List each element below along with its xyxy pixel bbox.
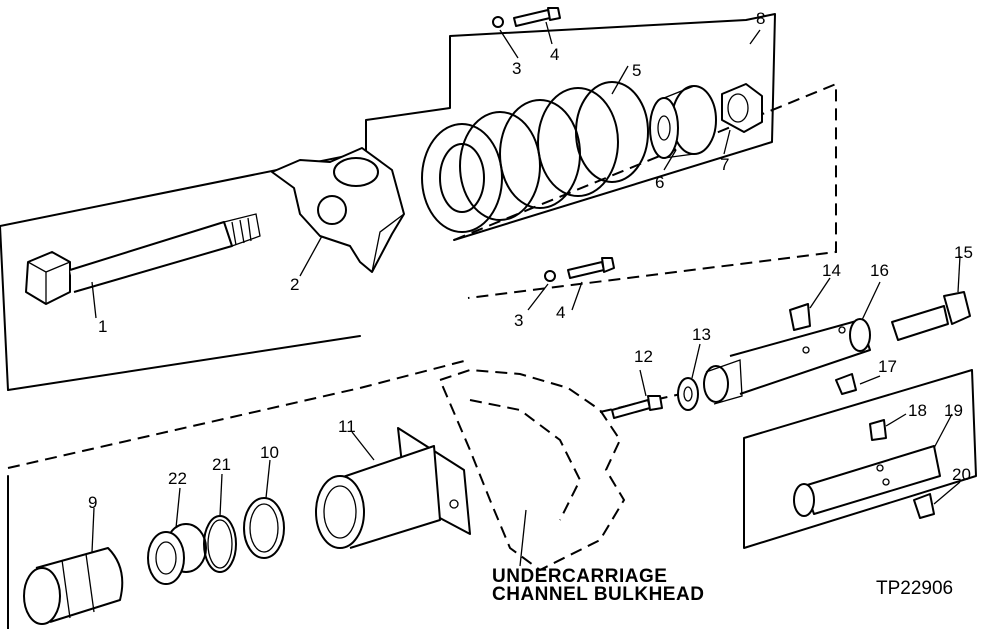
callout-4-top: 4 <box>550 45 559 64</box>
callout-3-bottom: 3 <box>514 311 523 330</box>
callout-10: 10 <box>260 443 279 462</box>
callout-17: 17 <box>878 357 897 376</box>
caption-line-2: CHANNEL BULKHEAD <box>492 584 704 605</box>
seal-part <box>147 523 207 585</box>
nut-part <box>721 83 763 133</box>
callout-18: 18 <box>908 401 927 420</box>
callout-5: 5 <box>632 61 641 80</box>
bulkhead-outline <box>438 368 626 572</box>
cylinder-housing-part <box>315 427 471 549</box>
washer-13 <box>677 377 699 411</box>
plug-17 <box>835 373 857 395</box>
callout-7: 7 <box>720 155 729 174</box>
callout-22: 22 <box>168 469 187 488</box>
cap-screw-bottom <box>544 257 615 282</box>
callout-6: 6 <box>655 173 664 192</box>
bracket-part <box>271 147 405 273</box>
callout-13: 13 <box>692 325 711 344</box>
callout-16: 16 <box>870 261 889 280</box>
callout-4-bottom: 4 <box>556 303 565 322</box>
callout-14: 14 <box>822 261 841 280</box>
right-panel <box>743 369 977 549</box>
cylinder-16 <box>703 318 871 405</box>
ring-part <box>243 497 285 559</box>
sleeve-part <box>23 547 124 625</box>
caption-line-1: UNDERCARRIAGE <box>492 566 667 587</box>
callout-11: 11 <box>338 417 356 436</box>
o-ring-part <box>203 515 237 573</box>
bolt-part <box>25 213 261 305</box>
callout-8: 8 <box>756 9 765 28</box>
figure-id: TP22906 <box>876 578 953 599</box>
callout-2: 2 <box>290 275 299 294</box>
callout-1: 1 <box>98 317 107 336</box>
callout-labels: 1 2 3 4 5 6 7 8 3 4 9 10 11 12 13 14 15 … <box>88 9 973 512</box>
cap-screw-12 <box>611 395 663 419</box>
spring-part <box>421 81 649 233</box>
upper-assembly-panel <box>0 13 837 391</box>
callout-9: 9 <box>88 493 97 512</box>
callout-19: 19 <box>944 401 963 420</box>
callout-20: 20 <box>952 465 971 484</box>
fitting-14 <box>789 303 811 331</box>
cap-screw-top <box>492 7 561 28</box>
callout-12: 12 <box>634 347 653 366</box>
fitting-15 <box>891 291 971 341</box>
spacer-part <box>649 85 717 159</box>
callout-3-top: 3 <box>512 59 521 78</box>
callout-21: 21 <box>212 455 231 474</box>
callout-15: 15 <box>954 243 973 262</box>
leader-lines <box>91 21 961 567</box>
